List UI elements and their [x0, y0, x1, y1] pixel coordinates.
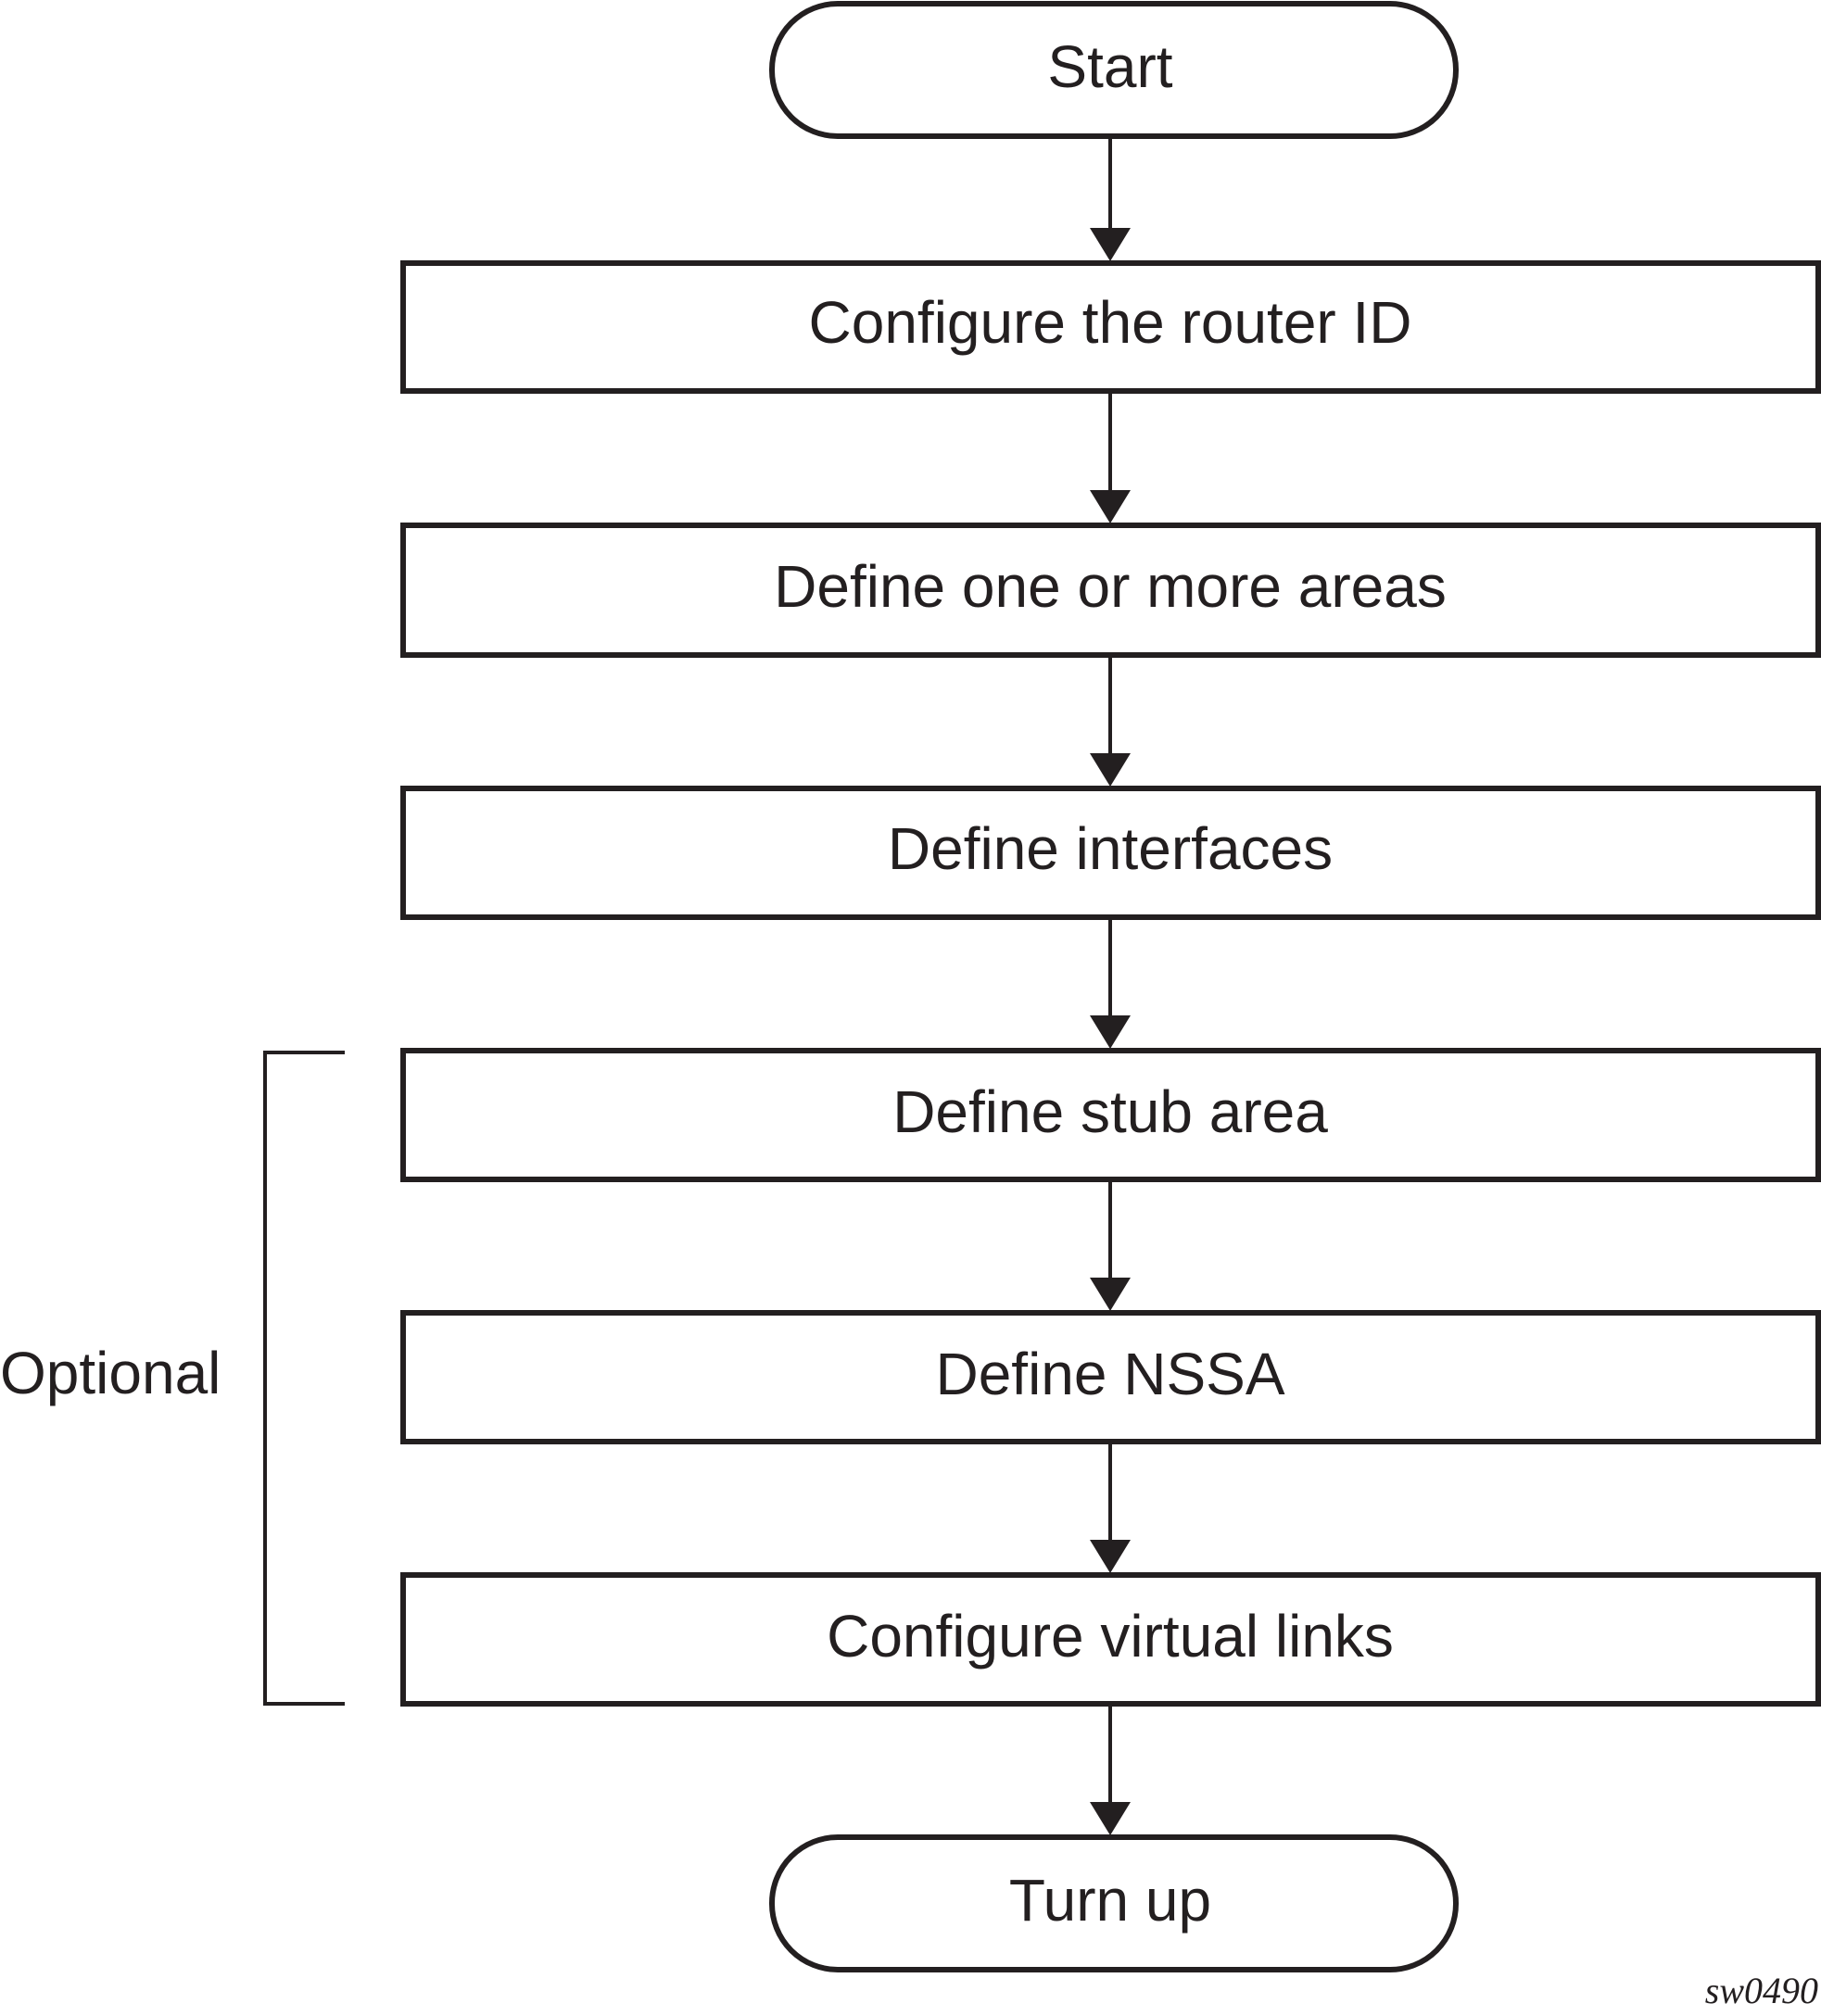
arrow-start-to-router-id: [1090, 137, 1131, 261]
node-router-id-label: Configure the router ID: [809, 289, 1412, 356]
arrow-areas-to-interfaces: [1090, 656, 1131, 787]
node-stub-area-label: Define stub area: [892, 1078, 1328, 1145]
arrow-stub-area-to-nssa: [1090, 1180, 1131, 1311]
node-interfaces-label: Define interfaces: [888, 815, 1333, 882]
node-router-id: Configure the router ID: [400, 260, 1821, 394]
figure-id: sw0490: [1705, 1970, 1818, 2011]
arrow-nssa-to-virtual-links: [1090, 1443, 1131, 1573]
node-nssa-label: Define NSSA: [935, 1341, 1284, 1407]
arrow-router-id-to-areas: [1090, 392, 1131, 523]
node-nssa: Define NSSA: [400, 1310, 1821, 1444]
node-stub-area: Define stub area: [400, 1048, 1821, 1182]
node-virtual-links: Configure virtual links: [400, 1572, 1821, 1707]
node-interfaces: Define interfaces: [400, 786, 1821, 920]
edges: [1090, 137, 1131, 1835]
arrow-virtual-links-to-turn-up: [1090, 1705, 1131, 1835]
optional-label: Optional: [0, 1340, 221, 1406]
optional-bracket: [263, 1051, 345, 1706]
node-start: Start: [769, 1, 1459, 139]
node-turn-up-label: Turn up: [1009, 1867, 1211, 1934]
arrow-interfaces-to-stub-area: [1090, 918, 1131, 1049]
node-areas: Define one or more areas: [400, 523, 1821, 658]
node-turn-up: Turn up: [769, 1834, 1459, 1972]
node-start-label: Start: [1047, 33, 1172, 100]
node-virtual-links-label: Configure virtual links: [827, 1603, 1394, 1670]
node-areas-label: Define one or more areas: [774, 553, 1447, 620]
